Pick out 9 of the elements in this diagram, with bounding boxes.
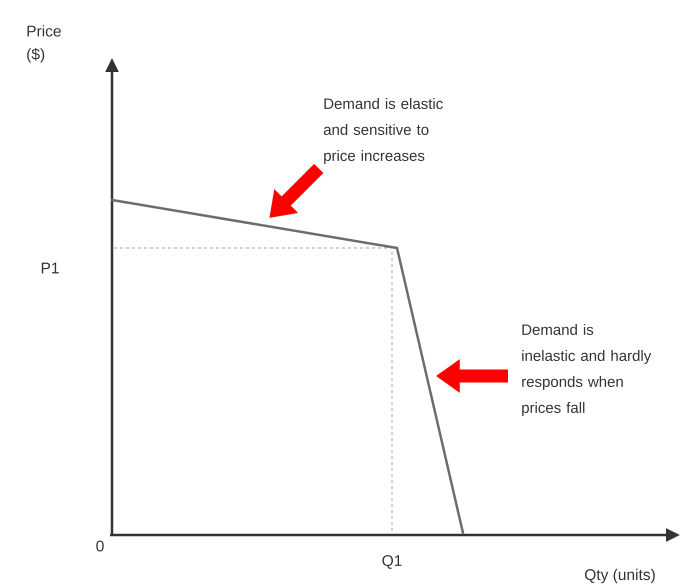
axis-label: P1 [42, 262, 59, 274]
axis-label: Price ($) [27, 25, 61, 63]
axis-label: Q1 [382, 555, 402, 569]
annotation-text: Demand is inelastic and hardly responds when prices fall [522, 324, 652, 416]
demand-curve-segment [110, 198, 398, 250]
demand-curve-segment [396, 246, 464, 534]
axis-label: Qty (units) [585, 568, 655, 584]
axis-label: 0 [96, 540, 104, 552]
annotation-text: Demand is elastic and sensitive to price increases [324, 98, 443, 164]
